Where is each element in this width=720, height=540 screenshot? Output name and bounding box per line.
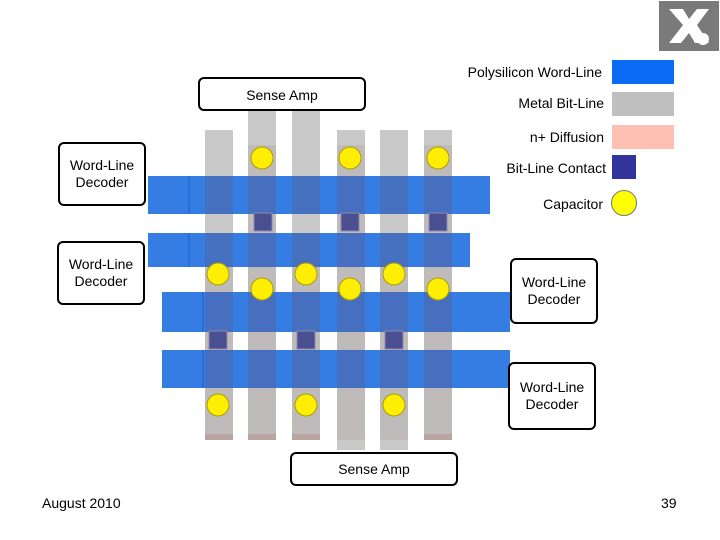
bit-line-contact-6 [384,330,404,350]
word-line-lead-2 [148,233,190,267]
word-line-lead-3 [162,292,204,332]
bit-line-contact-4 [208,330,228,350]
gate-r3-c3 [292,292,320,332]
legend-word-line-swatch [612,60,674,84]
gate-r4-c4 [337,350,365,388]
gate-r1-c6 [424,176,452,214]
legend-bit-line-swatch [612,92,674,116]
legend-contact-swatch [612,155,636,179]
capacitor-4 [206,262,230,286]
gate-r2-c4 [337,233,365,267]
sense-amp-bottom-label: Sense Amp [338,460,410,477]
gate-r2-c2 [248,233,276,267]
bit-line-contact-1 [253,212,273,232]
legend-diffusion-swatch [612,125,674,149]
capacitor-11 [294,393,318,417]
gate-r2-c5 [380,233,408,267]
word-line-lead-4 [162,350,204,388]
gate-r2-c1 [205,233,233,267]
sense-amp-top: Sense Amp [198,77,366,111]
word-line-decoder-left-1: Word-Line Decoder [58,142,146,206]
word-line-lead-1 [148,176,190,214]
legend-capacitor-swatch [611,190,637,216]
sense-amp-top-label: Sense Amp [246,87,318,103]
capacitor-9 [426,277,450,301]
gate-r3-c5 [380,292,408,332]
page-number: 39 [661,495,677,511]
decoder-left-2-label: Word-Line Decoder [68,256,134,289]
gate-r4-c2 [248,350,276,388]
gate-r1-c2 [248,176,276,214]
gate-r1-c3 [292,176,320,214]
legend-diffusion-label: n+ Diffusion [529,129,604,145]
capacitor-5 [294,262,318,286]
capacitor-8 [338,277,362,301]
gate-r1-c4 [337,176,365,214]
word-line-2 [188,233,470,267]
capacitor-3 [426,146,450,170]
word-line-decoder-left-2: Word-Line Decoder [57,241,145,305]
word-line-decoder-right-1: Word-Line Decoder [510,258,598,324]
gate-r4-c3 [292,350,320,388]
gate-r2-c3 [292,233,320,267]
bit-line-contact-3 [428,212,448,232]
sense-amp-bottom: Sense Amp [290,452,458,486]
legend-capacitor-label: Capacitor [543,196,603,212]
bit-line-contact-2 [340,212,360,232]
gate-r4-c5 [380,350,408,388]
legend-bit-line-label: Metal Bit-Line [518,95,604,111]
gate-r1-c5 [380,176,408,214]
legend-contact-label: Bit-Line Contact [506,160,606,176]
capacitor-12 [382,393,406,417]
capacitor-1 [250,146,274,170]
decoder-right-1-label: Word-Line Decoder [521,274,587,307]
capacitor-6 [382,262,406,286]
bit-line-contact-5 [296,330,316,350]
capacitor-2 [338,146,362,170]
footer-date: August 2010 [42,495,121,511]
capacitor-10 [206,393,230,417]
gate-r2-c6 [424,233,452,267]
legend-word-line-label: Polysilicon Word-Line [467,64,602,80]
gate-r4-c6 [424,350,452,388]
decoder-right-2-label: Word-Line Decoder [519,379,585,412]
gate-r3-c1 [205,292,233,332]
capacitor-7 [250,277,274,301]
gate-r4-c1 [205,350,233,388]
decoder-left-1-label: Word-Line Decoder [69,157,135,190]
word-line-decoder-right-2: Word-Line Decoder [508,362,596,430]
gate-r1-c1 [205,176,233,214]
logo-icon [659,1,719,51]
